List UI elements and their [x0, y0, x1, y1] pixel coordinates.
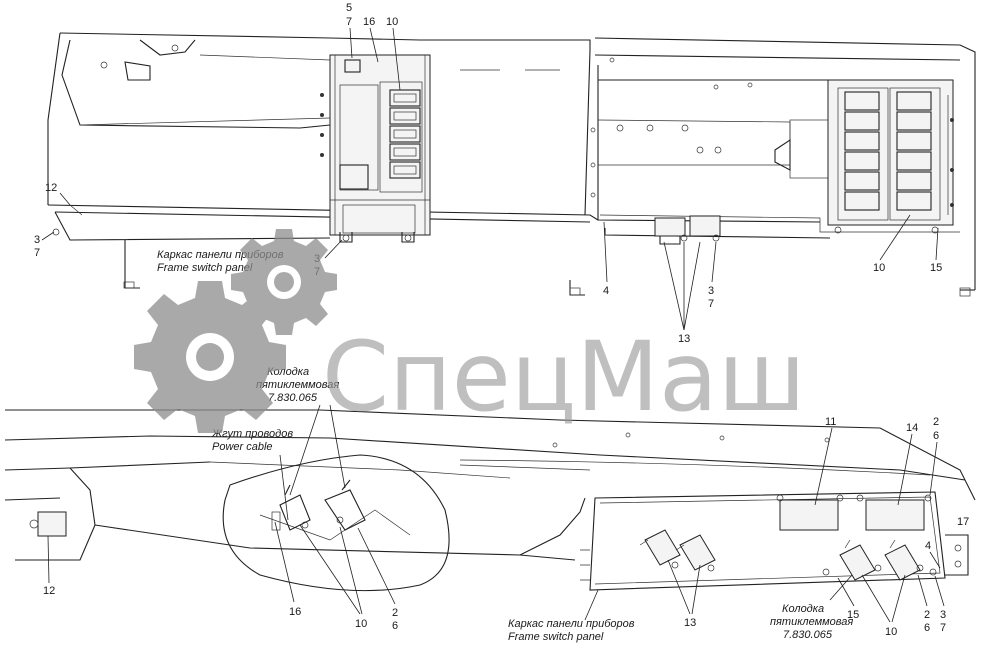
callout-17: 17	[957, 516, 969, 528]
callout-10: 10	[873, 262, 885, 274]
callout-4: 4	[603, 285, 609, 297]
terminal-block2-code: 7.830.065	[783, 629, 833, 641]
callout-16: 16	[363, 16, 375, 28]
harness-label-en: Power cable	[212, 441, 273, 453]
clip-12	[29, 511, 67, 537]
harness-cutaway	[222, 454, 450, 592]
relays-13-lower	[639, 529, 716, 572]
dashboard-lower-body	[4, 409, 976, 561]
callout-10: 10	[885, 626, 897, 638]
callout-7: 7	[940, 622, 946, 634]
callout-12: 12	[43, 585, 55, 597]
callout-3: 3	[708, 285, 714, 297]
dashboard-left-body	[47, 32, 599, 289]
dashboard-right-body	[569, 37, 976, 297]
callout-12: 12	[45, 182, 57, 194]
terminal-block-label-ru-2: пятиклеммовая	[256, 379, 339, 391]
callout-6: 6	[924, 622, 930, 634]
gear-small-icon	[231, 229, 337, 335]
callout-7: 7	[708, 298, 714, 310]
frame-panel-lower	[580, 491, 946, 591]
fastener-3-7-left	[52, 228, 60, 236]
callout-3: 3	[940, 609, 946, 621]
callout-2: 2	[392, 607, 398, 619]
terminal-block2-label-ru-2: пятиклеммовая	[770, 616, 853, 628]
relay-box-left	[320, 54, 431, 243]
bottom-callouts: 11 14 2 6 17 4 12 16 10 2 6 13 15 10	[43, 416, 969, 638]
relay-box-right	[827, 79, 954, 234]
callout-7: 7	[34, 247, 40, 259]
callout-10: 10	[355, 618, 367, 630]
harness-label-ru: Жгут проводов	[211, 428, 293, 440]
terminal-blocks-lower	[839, 539, 924, 581]
fuse-column-left	[389, 89, 421, 179]
watermark: СпецМаш	[134, 229, 806, 433]
callout-11: 11	[825, 416, 836, 428]
callout-13: 13	[684, 617, 696, 629]
terminal-block-code: 7.830.065	[268, 392, 318, 404]
callout-14: 14	[906, 422, 918, 434]
frame-caption-en: Frame switch panel	[157, 262, 253, 274]
callout-6: 6	[933, 430, 939, 442]
callout-10: 10	[386, 16, 398, 28]
callout-2: 2	[924, 609, 930, 621]
frame-caption-lower-en: Frame switch panel	[508, 631, 604, 643]
callout-15: 15	[847, 609, 859, 621]
callout-2: 2	[933, 416, 939, 428]
callout-3: 3	[34, 234, 40, 246]
callout-5: 5	[346, 2, 352, 14]
top-view: 5 7 16 10 12 3 7 3 7 4 3 7 13 10	[34, 2, 976, 345]
watermark-brand: СпецМаш	[322, 321, 806, 433]
bottom-view: Колодка пятиклеммовая 7.830.065 Жгут про…	[4, 366, 976, 643]
bracket-17	[945, 534, 969, 576]
callout-4: 4	[925, 540, 931, 552]
callout-15: 15	[930, 262, 942, 274]
connectors-13-top	[654, 215, 721, 245]
callout-6: 6	[392, 620, 398, 632]
callout-13: 13	[678, 333, 690, 345]
frame-caption-lower-ru: Каркас панели приборов	[508, 618, 635, 630]
terminal-block2-label-ru: Колодка	[782, 603, 824, 615]
callout-16: 16	[289, 606, 301, 618]
callout-7: 7	[346, 16, 352, 28]
fuse-columns-right	[844, 91, 932, 211]
